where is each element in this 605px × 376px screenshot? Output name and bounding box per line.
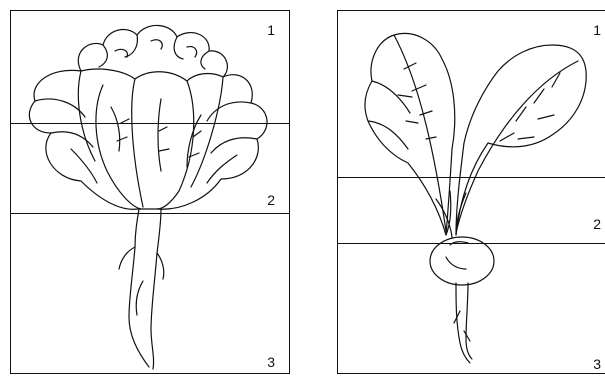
zone-label-2: 2 [593, 217, 601, 231]
zone-label-2: 2 [267, 193, 275, 207]
divider-line-1 [338, 177, 605, 178]
zone-label-1: 1 [267, 23, 275, 37]
cabbage-panel: 1 2 3 [10, 10, 290, 374]
radish-illustration [338, 11, 605, 375]
zone-label-1: 1 [593, 23, 601, 37]
divider-line-2 [11, 213, 289, 214]
cabbage-illustration [11, 11, 291, 375]
radish-panel: 1 2 3 [337, 10, 605, 374]
zone-label-3: 3 [267, 355, 275, 369]
zone-label-3: 3 [593, 357, 601, 371]
divider-line-1 [11, 123, 289, 124]
divider-line-2 [338, 243, 605, 244]
